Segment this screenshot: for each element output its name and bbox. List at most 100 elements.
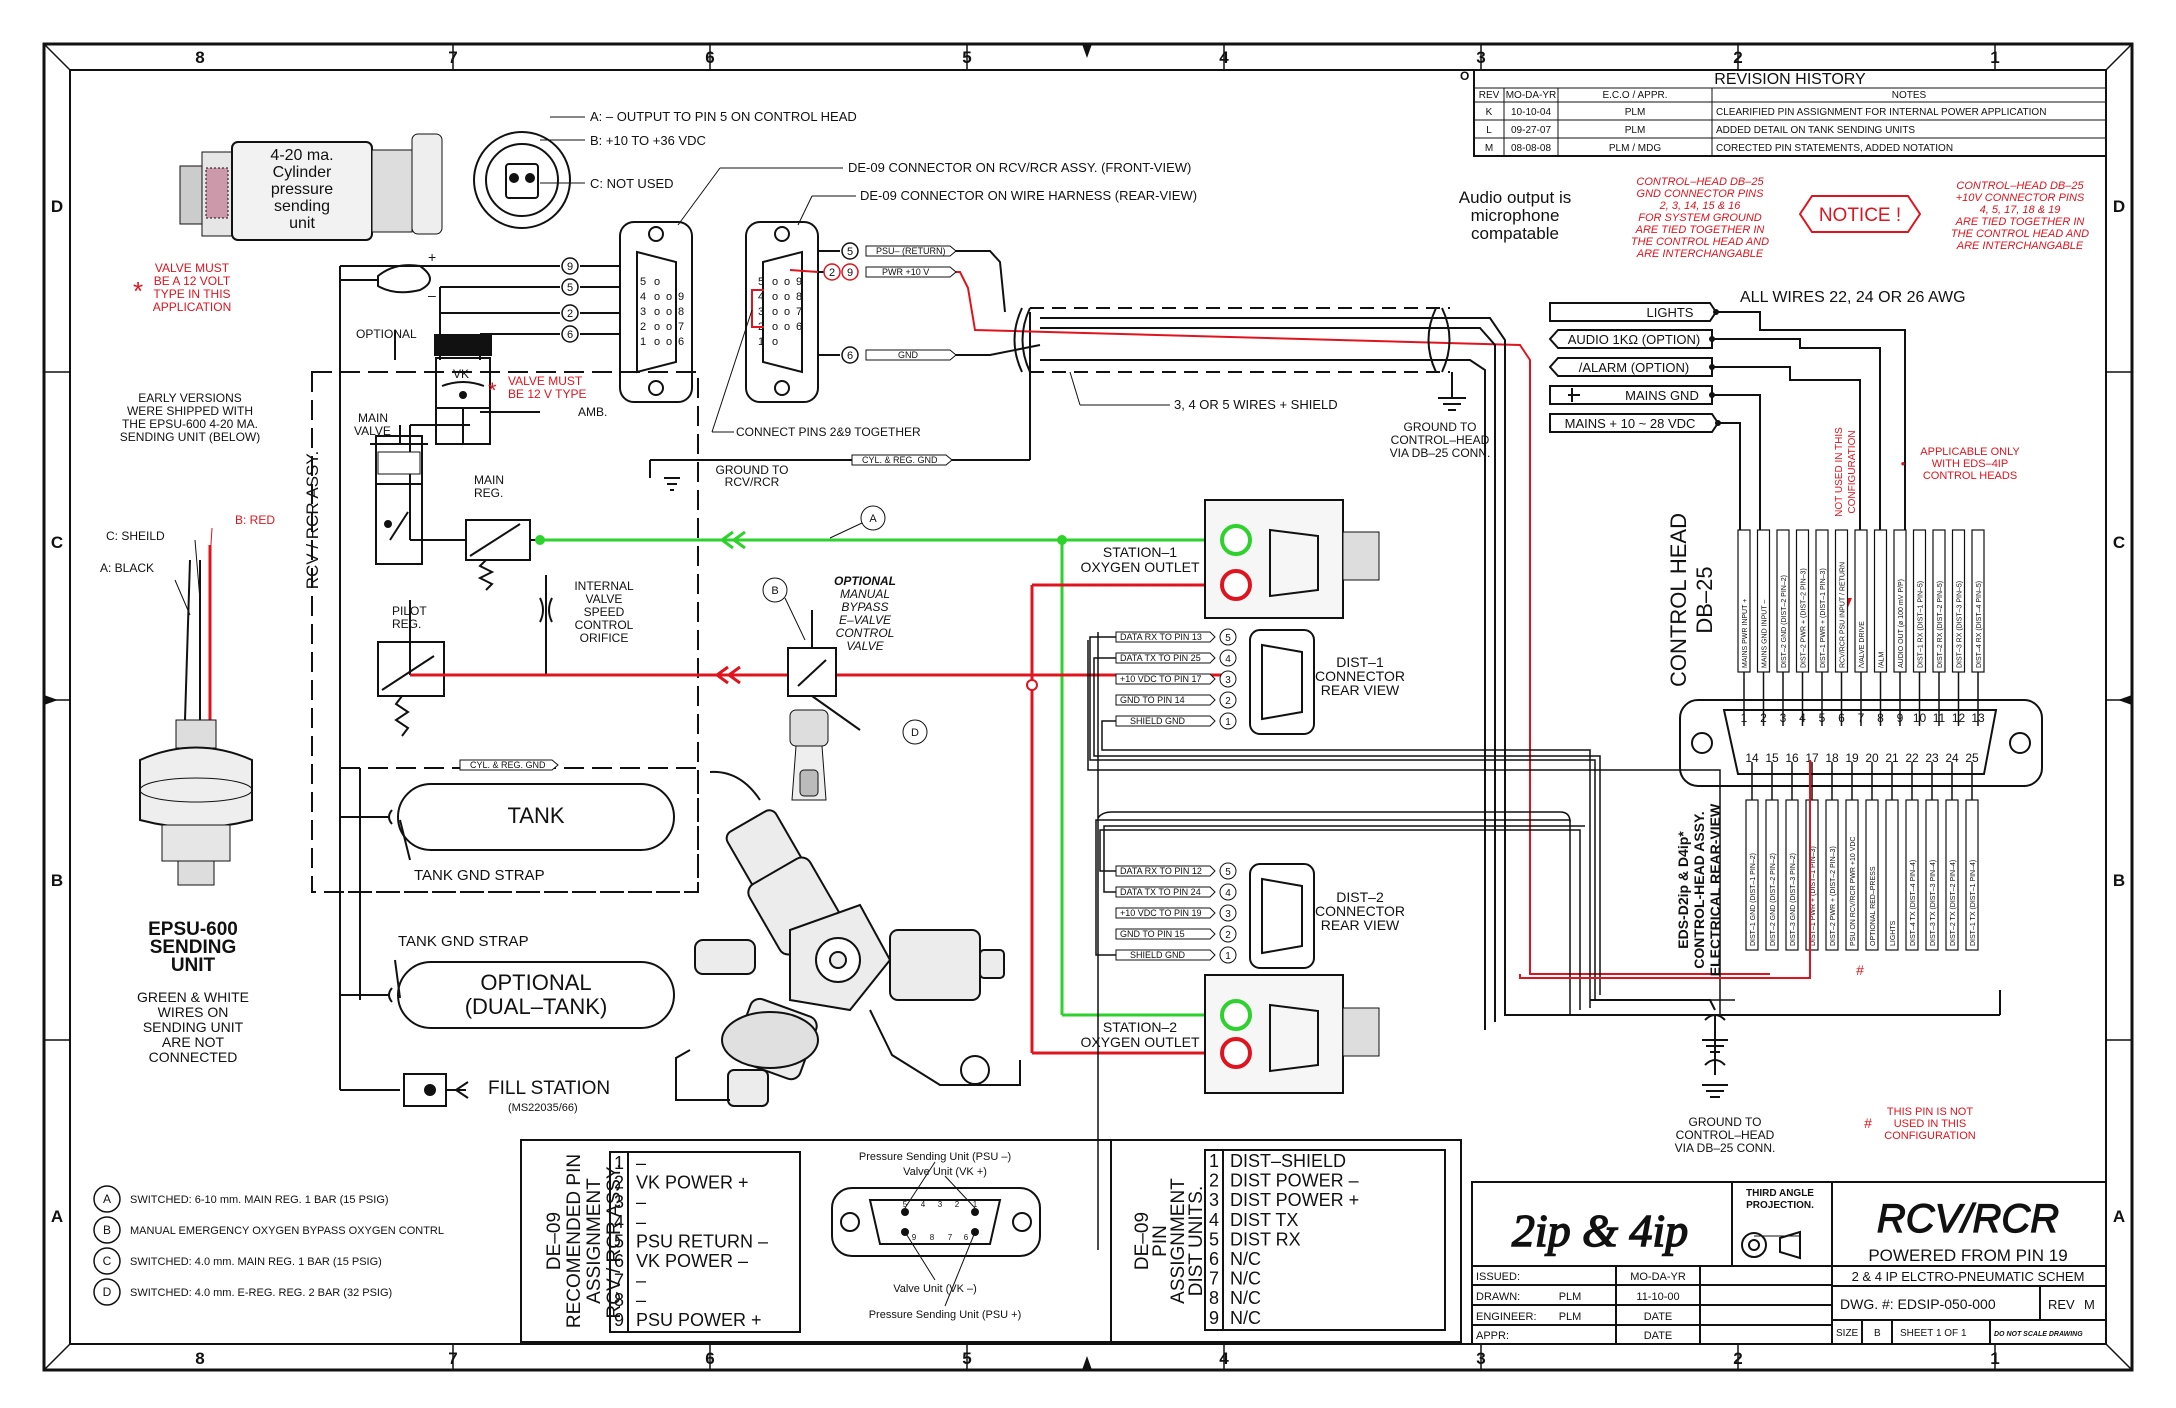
- fill-station-label: FILL STATION: [488, 1078, 610, 1099]
- rcv-wiring: [339, 265, 1031, 1090]
- svg-text:3: 3: [758, 306, 764, 318]
- rev-l-notes: ADDED DETAIL ON TANK SENDING UNITS: [1716, 125, 1915, 136]
- pin-number: 5: [614, 1231, 624, 1251]
- orifice-4: CONTROL: [575, 618, 634, 632]
- tank-section: [339, 767, 699, 1107]
- mains-gnd-tag: MAINS GND: [1625, 388, 1699, 403]
- db25-pin-4: 4: [1799, 711, 1806, 725]
- main-valve-1: MAIN: [358, 411, 388, 425]
- drawing-frame: [42, 42, 2134, 1372]
- station-1-outlet: [1204, 499, 1380, 619]
- db25-bottom-label: DIST–2 TX (DIST–2 PIN–4): [1950, 860, 1957, 946]
- rev-header-rev: REV: [1479, 90, 1500, 101]
- tank-gnd-strap-1: TANK GND STRAP: [414, 867, 545, 884]
- tank-gnd-strap-2: TANK GND STRAP: [398, 933, 529, 950]
- svg-text:4: 4: [1225, 654, 1231, 665]
- pin-number: 4: [1209, 1210, 1219, 1230]
- pin-assignment: –: [636, 1271, 646, 1291]
- legend-text: MANUAL EMERGENCY OXYGEN BYPASS OXYGEN CO…: [130, 1225, 444, 1237]
- svg-text:o: o: [772, 336, 778, 348]
- de9-center-bot-1: Valve Unit (VK –): [893, 1283, 977, 1295]
- tb-noscale: DO NOT SCALE DRAWING: [1994, 1331, 2083, 1338]
- db25-pin-7: 7: [1858, 711, 1865, 725]
- pin-number: 8: [614, 1290, 624, 1310]
- col-7-top: 7: [448, 48, 457, 67]
- db25-pin-25: 25: [1965, 751, 1979, 765]
- svg-text:4: 4: [758, 291, 764, 303]
- rev-m-notes: CORECTED PIN STATEMENTS, ADDED NOTATION: [1716, 143, 1953, 154]
- row-a-right: A: [2113, 1207, 2125, 1226]
- tb-rev: REV: [2048, 1297, 2075, 1312]
- svg-text:o: o: [654, 336, 660, 348]
- svg-text:+: +: [428, 249, 436, 265]
- svg-text:3: 3: [1225, 909, 1231, 920]
- applicable-asterisk: •: [1901, 456, 1906, 471]
- station-1-label-1: STATION–1: [1103, 544, 1177, 560]
- cyl-gnd-tag: CYL. & REG. GND: [851, 454, 953, 466]
- control-head-title-2: DB–25: [1692, 566, 1717, 633]
- rev-k-eco: PLM: [1625, 107, 1646, 118]
- col-1-top: 1: [1990, 48, 1999, 67]
- svg-text:9: 9: [912, 1233, 917, 1242]
- cable-bundle: [1013, 307, 1725, 1030]
- svg-text:1: 1: [973, 1200, 978, 1209]
- cyl-label-2: Cylinder: [273, 164, 332, 181]
- svg-text:5: 5: [1225, 633, 1231, 644]
- tb-drawn-by: PLM: [1559, 1291, 1582, 1303]
- control-input-tags: LIGHTS AUDIO 1KΩ (OPTION) /ALARM (OPTION…: [1548, 302, 1720, 433]
- svg-text:5: 5: [903, 1200, 908, 1209]
- svg-text:2: 2: [955, 1200, 960, 1209]
- pin-number: 2: [614, 1173, 624, 1193]
- rev-m-date: 08-08-08: [1511, 143, 1551, 154]
- green-oxygen-line: [540, 530, 1228, 1017]
- green-white-3: SENDING UNIT: [143, 1019, 244, 1035]
- wire-a-black: A: BLACK: [100, 561, 154, 575]
- station-2-outlet: [1204, 974, 1380, 1094]
- pin-assignment: N/C: [1230, 1269, 1261, 1289]
- pinbox-right-title-2: PIN: [1150, 1225, 1171, 1257]
- pinbox-left-title-4: RCV / RCR ASSY.: [604, 1164, 625, 1319]
- svg-text:5: 5: [847, 246, 853, 258]
- db25-bottom-label: DIST–2 GND (DIST–2 PIN–2): [1770, 853, 1777, 946]
- db25-pin-17: 17: [1805, 751, 1819, 765]
- svg-text:8: 8: [930, 1233, 935, 1242]
- db25-pin-13: 13: [1971, 711, 1985, 725]
- cyl-label-5: unit: [289, 215, 315, 232]
- valve-must-12v-4: APPLICATION: [153, 300, 231, 314]
- bypass-label-3: BYPASS: [841, 600, 888, 614]
- wires-shield-label: 3, 4 OR 5 WIRES + SHIELD: [1174, 397, 1338, 412]
- svg-text:o: o: [784, 306, 790, 318]
- dist-1-label-3: REAR VIEW: [1321, 682, 1400, 698]
- db25-pin-14: 14: [1745, 751, 1759, 765]
- db25-pin-1: 1: [1741, 711, 1748, 725]
- db25-bottom-label: DIST–4 TX (DIST–4 PIN–4): [1910, 860, 1917, 946]
- dist-1-label-1: DIST–1: [1336, 654, 1384, 670]
- pinbox-right-title-4: DIST UNITS.: [1186, 1186, 1207, 1297]
- pin-assignment: N/C: [1230, 1288, 1261, 1308]
- control-pin-dots: [1709, 309, 1721, 426]
- notice-label: NOTICE !: [1819, 205, 1901, 226]
- db25-pin-3: 3: [1780, 711, 1787, 725]
- wire-b-red: B: RED: [235, 513, 275, 527]
- svg-text:o: o: [784, 291, 790, 303]
- col-3-top: 3: [1476, 48, 1485, 67]
- col-2-top: 2: [1733, 48, 1742, 67]
- sensor-pin-c: C: NOT USED: [590, 176, 674, 191]
- pin-number: 3: [614, 1192, 624, 1212]
- cylinder-pressure-sensor: 4-20 ma. Cylinder pressure sending unit: [179, 133, 443, 241]
- db25-top-label: DIST–2 RX (DIST–2 PIN–5): [1937, 581, 1944, 668]
- rev-m: M: [1485, 143, 1493, 154]
- svg-text:3: 3: [938, 1200, 943, 1209]
- title-rcv: RCV/RCR: [1877, 1197, 2059, 1241]
- dist2-pin3-tag: +10 VDC TO PIN 19: [1120, 908, 1201, 918]
- green-white-1: GREEN & WHITE: [137, 989, 249, 1005]
- db25-pin-16: 16: [1785, 751, 1799, 765]
- tb-engineer-date: DATE: [1644, 1311, 1673, 1323]
- harness-wire-tags: PSU– (RETURN) PWR +10 V GND: [865, 245, 957, 361]
- dist-1-label-2: CONNECTOR: [1315, 668, 1405, 684]
- db25-pin-6: 6: [1838, 711, 1845, 725]
- legend-marker: B: [103, 1223, 111, 1237]
